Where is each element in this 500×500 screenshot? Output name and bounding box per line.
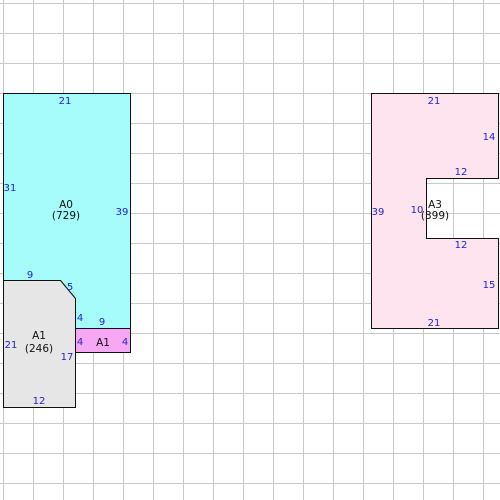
shape-a1-small[interactable] — [75, 328, 131, 353]
shape-a3[interactable] — [371, 93, 499, 329]
shape-a3-area: (399) — [421, 210, 449, 222]
dim-a3-top: 21 — [428, 96, 441, 107]
dim-a1-right: 17 — [61, 352, 74, 363]
dimension-labels: 21 31 39 9 5 4 9 4 21 12 17 4 21 14 12 1… — [4, 96, 496, 407]
shape-a1-area: (246) — [25, 343, 53, 355]
dim-a1-strip-left: 4 — [77, 337, 83, 348]
shape-a0-name: A0 — [59, 199, 73, 211]
dim-a1-bottom: 12 — [33, 396, 46, 407]
shape-a1-small-name: A1 — [96, 337, 110, 349]
dim-a3-right-lower: 15 — [483, 280, 496, 291]
dim-a0-left: 31 — [4, 183, 17, 194]
dim-a0-strip-right: 4 — [122, 337, 128, 348]
dim-a0-notch-side: 4 — [77, 313, 83, 324]
dim-a0-right: 39 — [116, 207, 129, 218]
shape-labels: A0 (729) A1 (246) A1 A3 (399) — [25, 199, 449, 355]
shape-a3-polygon[interactable] — [371, 93, 499, 329]
dim-a3-bottom: 21 — [428, 318, 441, 329]
dim-a3-notch-top: 12 — [455, 167, 468, 178]
dim-a0-notch-bottom: 9 — [99, 317, 105, 328]
shape-a1-small-polygon[interactable] — [75, 328, 131, 353]
shape-a0-area: (729) — [52, 210, 80, 222]
dim-a1-left: 21 — [5, 340, 18, 351]
dim-a3-notch-depth: 10 — [411, 205, 424, 216]
dim-a3-left: 39 — [372, 207, 385, 218]
dim-a0-chamfer: 5 — [67, 282, 73, 293]
shape-a1-name: A1 — [32, 330, 46, 342]
dim-a3-right-upper: 14 — [483, 132, 496, 143]
dim-a3-notch-bottom: 12 — [455, 240, 468, 251]
shape-a3-name: A3 — [428, 199, 442, 211]
dim-a0-top: 21 — [59, 96, 72, 107]
dim-a0-step-top: 9 — [27, 270, 33, 281]
